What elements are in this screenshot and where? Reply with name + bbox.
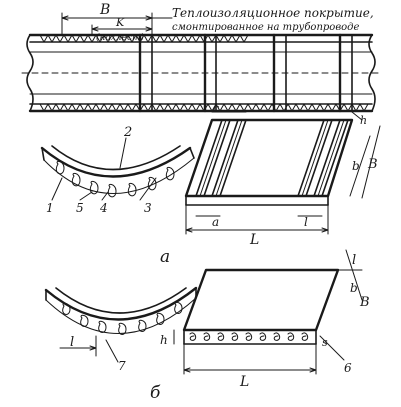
callout-7: 7 [118,359,126,373]
dim-h-b: h [160,333,168,347]
dim-B-b: B [359,295,370,310]
dim-L-b: L [239,374,249,390]
dim-h-a: h [360,114,367,127]
overlap-label: (нахлест) [96,32,145,43]
panel-b-mat [173,249,363,375]
dim-a: a [212,215,219,229]
dim-B-a: B [367,157,378,172]
dim-L-a: L [249,232,259,248]
panel-a-section [40,137,195,201]
dim-l-a: l [304,215,308,229]
dim-l-top-b: l [352,253,356,268]
callout-5: 5 [76,201,84,215]
callout-4: 4 [99,201,108,215]
dim-s-b: s [322,336,328,349]
callout-3: 3 [144,201,152,215]
dim-c: c [213,102,219,115]
pipeline-view [21,12,381,113]
callout-1: 1 [46,201,54,215]
caption-line-2: смонтированное на трубопроводе [172,22,359,33]
dim-b-a: b [352,159,360,173]
callout-6: 6 [344,361,352,375]
panel-b-label: б [150,383,161,403]
callout-2: 2 [123,125,132,140]
panel-b-section [44,286,198,363]
caption-line-1: Теплоизоляционное покрытие, [172,6,374,20]
panel-a-mat [184,111,381,235]
dim-b-b: b [350,281,358,295]
insulation-hatch-top [39,34,249,43]
panel-a-label: а [160,247,170,267]
dim-label-B-top: B [99,2,110,18]
dim-l-left-b: l [70,335,74,350]
dim-label-K-top: K [115,16,125,29]
